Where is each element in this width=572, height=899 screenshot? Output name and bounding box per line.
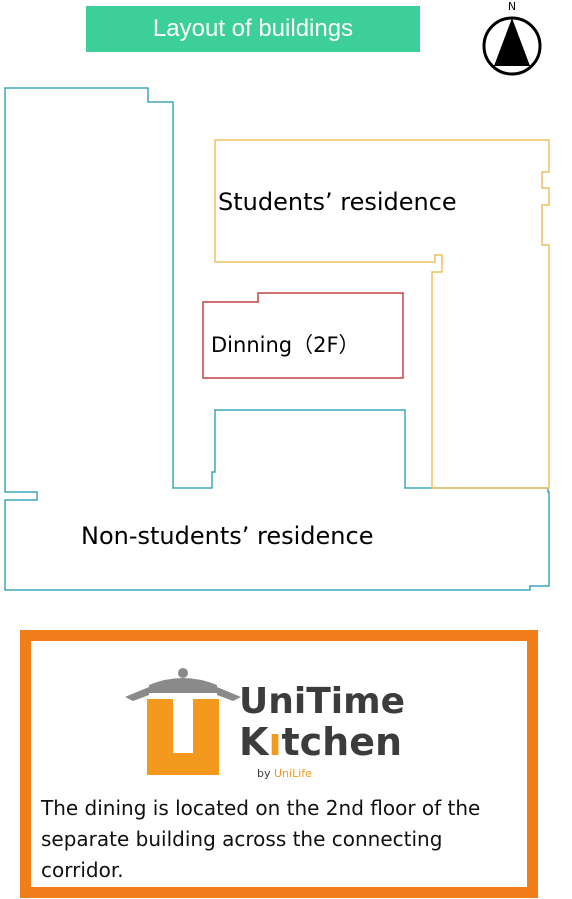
logo-byline: by UniLife xyxy=(257,767,312,780)
dining-label: Dinning（2F） xyxy=(211,333,360,357)
non-students-residence-label: Non-students’ residence xyxy=(81,522,374,550)
dining-location-note: The dining is located on the 2nd floor o… xyxy=(41,796,481,882)
building-layout-map xyxy=(4,87,550,591)
pot-u-icon xyxy=(147,699,219,775)
pot-knob-icon xyxy=(178,668,188,678)
students-residence-label: Students’ residence xyxy=(218,188,457,216)
students-residence-outline xyxy=(214,139,550,489)
page-title: Layout of buildings xyxy=(86,6,420,52)
logo-line1: UniTime xyxy=(239,681,405,722)
logo-line2: Kıtchen xyxy=(239,720,402,764)
dining-note-box: UniTime Kıtchen by UniLife The dining is… xyxy=(20,630,538,898)
pot-lid-icon xyxy=(125,678,241,701)
compass-north-letter: N xyxy=(508,0,516,13)
north-arrow-icon: N xyxy=(482,0,542,76)
compass-pointer xyxy=(494,18,530,66)
dining-outline xyxy=(202,292,404,379)
unitime-kitchen-logo: UniTime Kıtchen by UniLife xyxy=(125,668,405,780)
